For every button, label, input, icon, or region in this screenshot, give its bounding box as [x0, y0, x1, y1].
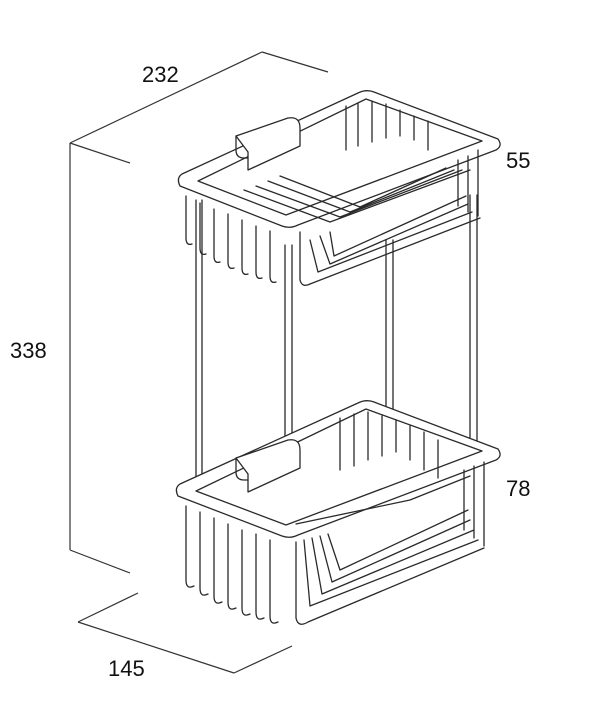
- height-extension-bottom: [69, 549, 131, 574]
- depth-extension-left: [77, 592, 139, 623]
- width-dimension-line: [69, 51, 263, 144]
- top-basket-front-wires: [299, 149, 481, 286]
- depth-extension-right: [233, 645, 293, 674]
- bottom-basket-rim-outer: [175, 400, 501, 538]
- post-front-left: [195, 199, 203, 496]
- bottom-basket-rim-inner: [195, 408, 483, 526]
- dimension-lines: [69, 51, 329, 674]
- top-basket-back-wires: [243, 100, 471, 223]
- top-basket[interactable]: [177, 90, 501, 286]
- width-extension-right: [261, 51, 329, 73]
- width-label: 232: [142, 62, 179, 87]
- post-back-middle: [385, 239, 394, 411]
- top-basket-bracket-edge: [235, 135, 249, 159]
- width-extension-left: [69, 142, 131, 164]
- top-basket-left-wires: [185, 195, 277, 284]
- top-basket-height-label: 55: [506, 148, 530, 173]
- bottom-basket-height-label: 78: [506, 476, 530, 501]
- top-basket-bracket: [235, 117, 301, 171]
- bottom-basket-inner-wires: [295, 411, 471, 525]
- depth-label: 145: [108, 656, 145, 681]
- bottom-basket-bracket: [235, 439, 301, 493]
- caddy-drawing: [175, 90, 501, 625]
- height-label: 338: [10, 338, 47, 363]
- post-back-right: [469, 194, 478, 456]
- depth-dimension-line: [77, 621, 235, 674]
- vertical-posts: [195, 194, 478, 526]
- bottom-basket[interactable]: [175, 400, 501, 625]
- bottom-basket-front-wires: [295, 461, 485, 625]
- bottom-basket-left-wires: [185, 505, 279, 624]
- top-basket-rim-inner: [197, 98, 483, 216]
- bottom-basket-bracket-edge: [235, 457, 249, 481]
- top-basket-rim-outer: [177, 90, 501, 228]
